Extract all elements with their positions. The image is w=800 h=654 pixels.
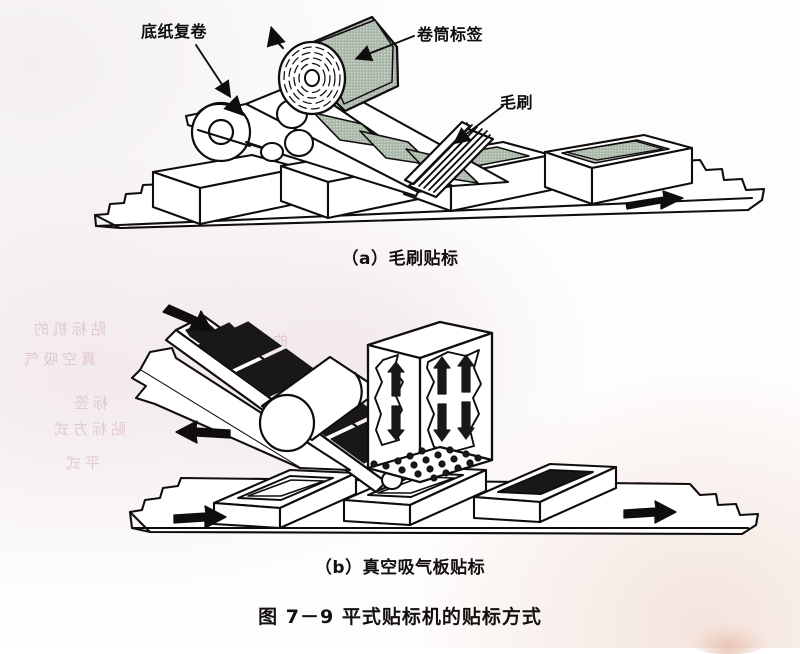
vacuum-suction-box-b (366, 320, 494, 484)
airflow-down-arrows (387, 401, 475, 442)
backing-exit-arrow-b (175, 420, 231, 444)
idler-roller-a-2 (283, 128, 315, 158)
conveyor-arrow-a (625, 190, 684, 210)
conveyor-out-arrow-b (623, 500, 677, 524)
carton-b-3 (472, 462, 618, 524)
leader-brush (452, 105, 504, 145)
airflow-up-arrows (387, 354, 475, 397)
perforated-suction-plate-b (366, 445, 494, 484)
applicator-roller-b (258, 355, 382, 453)
figure-title: 图 7－9 平式贴标机的贴标方式 (258, 606, 542, 628)
rewind-rotation-arrow (196, 95, 245, 117)
subfigure-caption-b: （b）真空吸气板贴标 (314, 558, 486, 578)
diagram-a-brush-labelling (93, 15, 766, 230)
carton-b-1 (212, 468, 358, 530)
diagram-b-vacuum-labelling (128, 304, 760, 536)
applied-label-b-3 (497, 469, 594, 495)
subfigure-caption-a: （a）毛刷贴标 (341, 249, 459, 269)
callout-roll-label: 卷筒标签 (417, 25, 484, 44)
callout-brush: 毛刷 (500, 93, 534, 112)
leader-roll-label (354, 35, 415, 62)
leader-backing-rewind (195, 44, 232, 99)
carton-a-4 (543, 133, 694, 206)
rewind-reel-a (190, 95, 252, 163)
web-infeed-arrow-b (162, 304, 213, 332)
callout-backing-rewind: 底纸复卷 (141, 22, 208, 41)
idler-roller-a-3 (259, 141, 285, 163)
label-roll-a (266, 15, 400, 116)
conveyor-in-arrow-b (173, 505, 227, 529)
backing-paper-a (197, 129, 285, 163)
roll-rotation-arrow (266, 25, 286, 50)
